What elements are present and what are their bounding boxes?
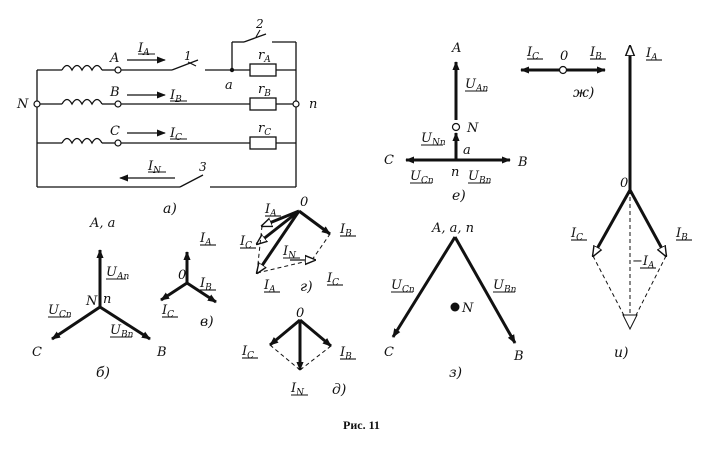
figure-caption: Рис. 11 [343,418,380,432]
z-C: C [384,345,394,360]
b-top-label: A, a [89,216,115,231]
zh-origin: 0 [560,49,568,64]
zh-IB: IB [589,45,602,62]
resistor-rB: rB [258,82,271,99]
b-UAn: UAn [106,265,129,282]
circuit-B-label: B [109,85,120,100]
e-a: a [463,143,471,158]
d-IN: IN [290,381,305,398]
switch-1-label: 1 [184,49,192,63]
i-IC: IC [570,226,583,243]
e-C: C [384,153,394,168]
b-UCn: UCn [48,303,72,320]
g-IC-right: IC [326,271,339,288]
g-IA-top: IA [264,202,277,219]
d-IC: IC [241,344,254,361]
v-origin: 0 [178,268,186,283]
diagram-e: A N C B a n UAn UNn UCn UBn е) [384,41,528,204]
circuit-n-label: n [309,97,317,112]
g-IA-bottom: IA [263,278,276,295]
panel-i-label: и) [614,345,628,361]
e-UAn: UAn [465,77,488,94]
diagram-z: A, a, n N C B UCn UBn з) [384,221,524,381]
v-IA: IA [199,231,212,248]
e-N: N [466,121,479,136]
panel-a-label: а) [163,201,177,217]
v-IB: IB [199,276,212,293]
switch-3-label: 3 [199,160,207,174]
z-UBn: UBn [493,278,517,295]
zh-IC: IC [526,45,539,62]
i-IB: IB [675,226,688,243]
i-origin: 0 [620,176,628,191]
diagram-zh: 0 IC IB ж) [520,45,606,101]
g-origin: 0 [300,195,308,210]
circuit-A-label: A [109,51,119,66]
circuit-diagram: N n A B C a IA IB IC IN rA rB rC 1 2 3 а… [16,17,317,217]
i-IA: IA [645,46,658,63]
i-neg-IA: −IA [632,254,655,271]
e-n: n [451,165,459,180]
z-top-label: A, a, n [431,221,474,236]
g-IN: IN [282,244,297,261]
e-UBn: UBn [468,169,492,186]
z-UCn: UCn [391,278,415,295]
z-N: N [461,301,474,316]
switch-2-label: 2 [255,17,264,31]
circuit-C-label: C [110,124,120,139]
e-A: A [451,41,461,56]
b-C-label: C [32,345,42,360]
panel-g-label: г) [300,279,313,295]
v-IC: IC [161,303,174,320]
d-IB: IB [339,345,352,362]
current-IN: IN [147,159,162,176]
diagram-b: A, a C B N n UAn UCn UBn б) [32,216,167,381]
current-IB: IB [169,88,182,105]
current-IA: IA [137,41,150,58]
diagram-v: 0 IA IB IC в) [160,231,217,330]
panel-zh-label: ж) [573,85,594,101]
resistor-rC: rC [258,121,271,138]
panel-b-label: б) [96,365,110,381]
b-N-label: N [85,294,98,309]
b-n-label: n [103,292,111,307]
diagram-g: 0 IA IC IB IN IA IC г) [239,195,356,295]
e-B: B [517,155,528,170]
b-UBn: UBn [110,323,134,340]
e-UCn: UCn [410,169,434,186]
circuit-N-label: N [16,97,29,112]
diagram-d: 0 IC IB IN д) [241,306,356,398]
panel-v-label: в) [200,314,214,330]
g-IC-left: IC [239,234,252,251]
e-UNn: UNn [421,131,446,148]
resistor-rA: rA [258,48,271,65]
circuit-a-label: a [225,78,233,93]
d-origin: 0 [296,306,304,321]
diagram-i: 0 IA IC IB −IA и) [570,46,692,361]
b-B-label: B [156,345,167,360]
current-IC: IC [169,126,182,143]
z-B: B [513,349,524,364]
g-IB: IB [339,222,352,239]
panel-e-label: е) [452,188,466,204]
panel-d-label: д) [332,382,346,398]
panel-z-label: з) [449,365,462,381]
